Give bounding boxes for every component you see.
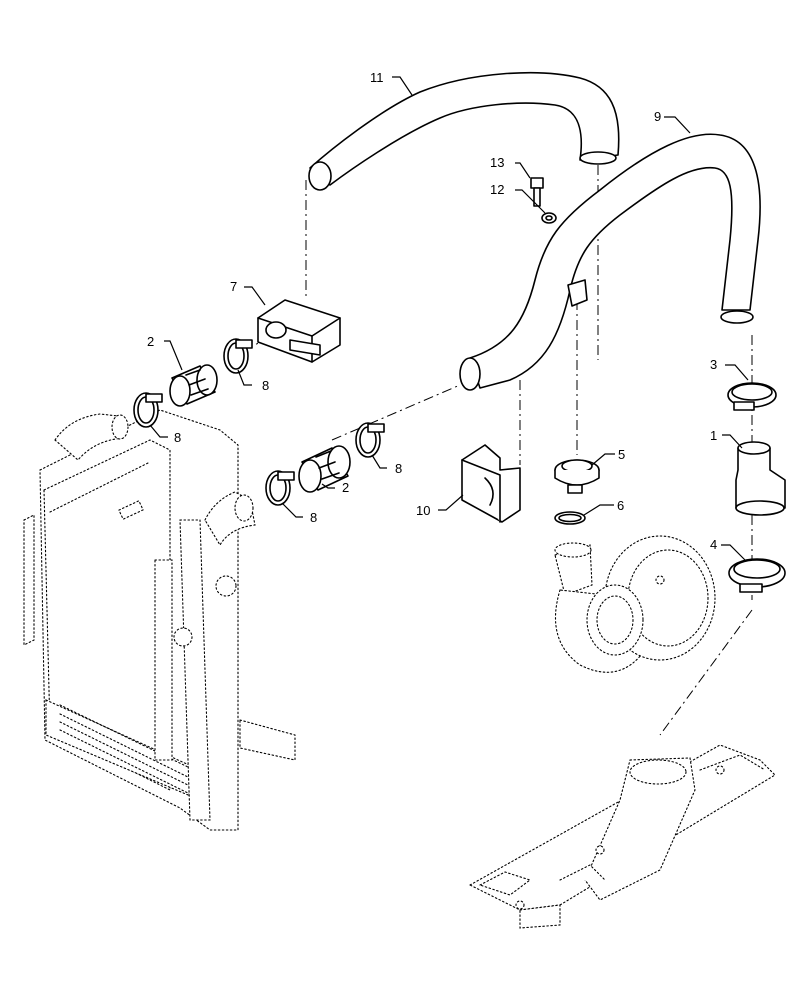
callout-2-lower: 2 xyxy=(342,480,349,495)
part-8-clamp-d[interactable] xyxy=(265,470,295,506)
part-8-clamp-b[interactable] xyxy=(133,392,163,428)
part-8-clamp-c[interactable] xyxy=(355,422,385,458)
part-10-insulator[interactable] xyxy=(461,444,521,523)
callout-1: 1 xyxy=(710,428,717,443)
part-5-vband-clamp[interactable] xyxy=(554,459,600,494)
callout-3: 3 xyxy=(710,357,717,372)
callout-12: 12 xyxy=(490,182,504,197)
callout-8-c: 8 xyxy=(395,461,402,476)
part-3-clamp[interactable] xyxy=(727,382,777,411)
part-11-upper-hose[interactable] xyxy=(308,71,620,191)
leader-lines xyxy=(149,76,749,561)
callout-8-a: 8 xyxy=(262,378,269,393)
callout-6: 6 xyxy=(617,498,624,513)
part-9-turbo-hose[interactable] xyxy=(459,133,761,391)
callout-5: 5 xyxy=(618,447,625,462)
callout-11: 11 xyxy=(370,70,384,85)
part-8-clamp-a[interactable] xyxy=(223,338,253,374)
part-4-clamp[interactable] xyxy=(728,558,786,593)
callout-7: 7 xyxy=(230,279,237,294)
callout-13: 13 xyxy=(490,155,504,170)
callout-8-b: 8 xyxy=(174,430,181,445)
callout-10: 10 xyxy=(416,503,430,518)
part-1-reducer-hose[interactable] xyxy=(735,441,786,516)
part-2-coupler-lower[interactable] xyxy=(298,445,351,493)
part-13-bolt[interactable] xyxy=(530,177,544,207)
part-12-washer[interactable] xyxy=(541,212,557,224)
part-2-coupler-upper[interactable] xyxy=(169,364,218,407)
callout-labels: 11 9 13 12 7 2 8 8 8 2 8 10 5 6 3 1 4 xyxy=(147,70,717,552)
intake-manifold-ghost xyxy=(468,744,776,929)
callout-9: 9 xyxy=(654,109,661,124)
part-6-oring[interactable] xyxy=(554,511,586,525)
turbocharger-ghost xyxy=(554,535,716,673)
callout-4: 4 xyxy=(710,537,717,552)
callout-2-upper: 2 xyxy=(147,334,154,349)
intercooler-radiator-ghost xyxy=(23,409,296,831)
callout-8-d: 8 xyxy=(310,510,317,525)
assembly-centerlines xyxy=(224,165,753,736)
part-7-bracket[interactable] xyxy=(257,299,341,363)
